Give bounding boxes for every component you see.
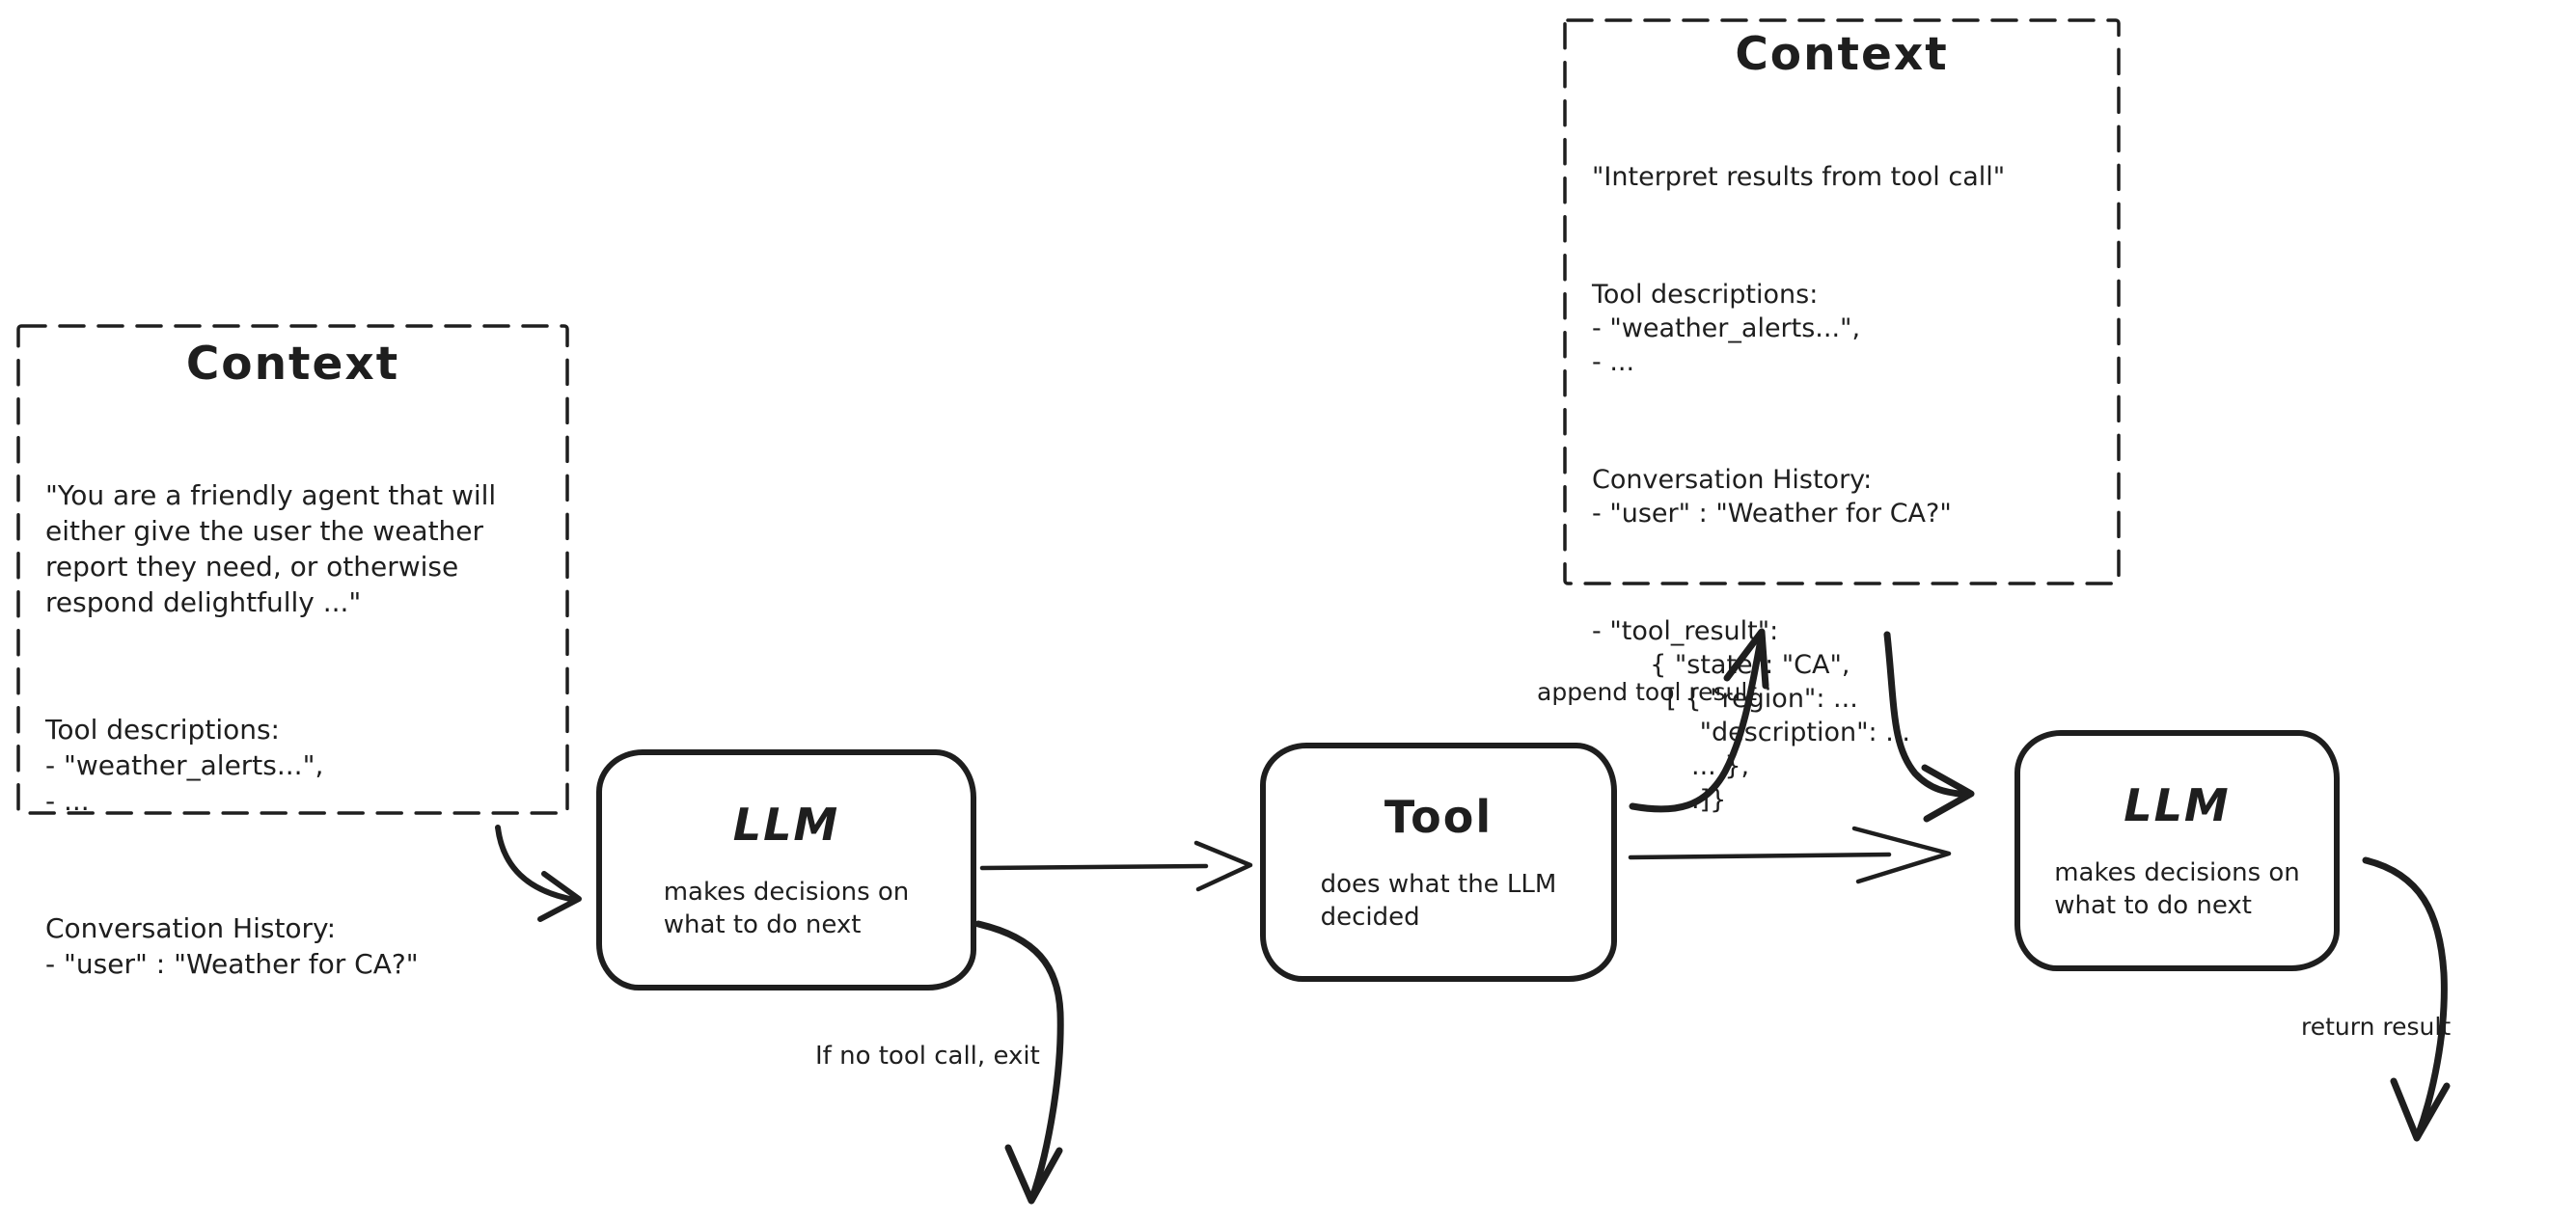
- llm2-node-title: LLM: [2124, 779, 2231, 831]
- top-context-body: "Interpret results from tool call" Tool …: [1563, 81, 2121, 901]
- context-to-llm2-arrow: [1883, 631, 1975, 823]
- left-context-box: Context "You are a friendly agent that w…: [16, 324, 569, 980]
- append-tool-result-label: append tool result: [1537, 678, 1758, 706]
- tool-result-text: - "tool_result": { "state": "CA", [ { "r…: [1592, 616, 1910, 815]
- left-context-box-border: [16, 324, 569, 815]
- tool-descriptions-text: Tool descriptions: - "weather_alerts..."…: [1592, 280, 1861, 377]
- top-context-box-border: [1563, 18, 2121, 585]
- llm1-node-title: LLM: [732, 799, 840, 851]
- llm2-node: LLM makes decisions on what to do next: [2014, 730, 2340, 971]
- if-no-tool-call-exit-label: If no tool call, exit: [815, 1042, 1040, 1071]
- llm2-node-description: makes decisions on what to do next: [2054, 858, 2300, 920]
- tool-node-description: does what the LLM decided: [1320, 870, 1557, 932]
- interpret-prompt-text: "Interpret results from tool call": [1592, 162, 2006, 192]
- conversation-history-text: Conversation History: - "user" : "Weathe…: [45, 912, 419, 980]
- llm1-exit-arrow: [974, 920, 1064, 1205]
- llm1-node: LLM makes decisions on what to do next: [596, 749, 976, 990]
- top-context-box: Context "Interpret results from tool cal…: [1563, 18, 2121, 815]
- llm1-node-description: makes decisions on what to do next: [663, 878, 910, 939]
- tool-to-llm2-arrow: [1628, 826, 1952, 884]
- llm2-return-arrow: [2362, 856, 2451, 1142]
- return-result-label: return result: [2301, 1013, 2452, 1041]
- top-context-title: Context: [1735, 28, 1949, 81]
- context-to-llm1-arrow: [495, 825, 582, 922]
- tool-to-context-arrow: [1629, 628, 1769, 813]
- system-prompt-text: "You are a friendly agent that will eith…: [45, 479, 497, 618]
- conversation-history-text: Conversation History: - "user" : "Weathe…: [1592, 465, 1952, 529]
- tool-node: Tool does what the LLM decided: [1260, 743, 1617, 982]
- left-context-body: "You are a friendly agent that will eith…: [16, 391, 569, 1073]
- tool-descriptions-text: Tool descriptions: - "weather_alerts..."…: [45, 714, 324, 817]
- left-context-title: Context: [185, 338, 400, 391]
- tool-node-title: Tool: [1384, 791, 1494, 843]
- llm1-to-tool-arrow: [979, 840, 1253, 892]
